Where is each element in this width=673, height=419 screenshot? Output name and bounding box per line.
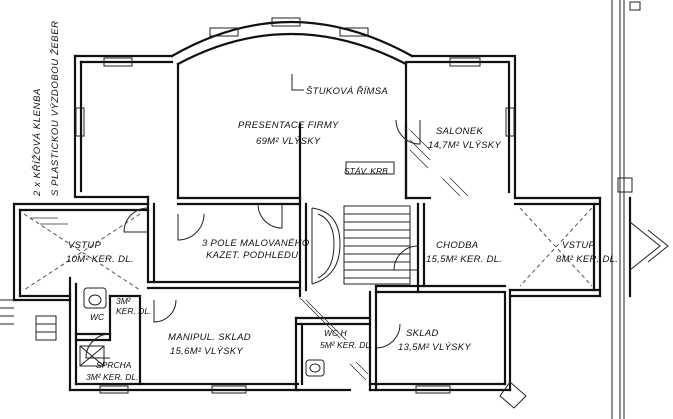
fixtures: [79, 161, 395, 377]
vstup-left-area: 10M² KER. DL.: [66, 254, 134, 265]
pole-sub: KAZET. PODHLEDU: [206, 250, 298, 261]
room-labels: PRESENTACE FIRMY 69M² VLÝSKY SALONEK 14,…: [66, 120, 618, 382]
wc-small-name: WC: [90, 312, 105, 322]
cross-vault-left: [23, 213, 141, 291]
chodba-name: CHODBA: [436, 240, 478, 251]
sprcha-area: 3M² KER. DL.: [86, 372, 138, 382]
presentace-name: PRESENTACE FIRMY: [238, 120, 339, 131]
doors: [85, 119, 421, 359]
staircase: [311, 205, 411, 285]
annotation-labels: ŠTUKOVÁ ŘÍMSA STÁV. KRB 2 x KŘÍŽOVÁ KLEN…: [32, 20, 388, 197]
vstup-right-name: VSTUP: [562, 240, 596, 251]
wc-area-finish: KER. DL.: [116, 306, 151, 316]
boundary-lines: [499, 0, 641, 419]
vault-note-line1: 2 x KŘÍŽOVÁ KLENBA: [32, 88, 43, 197]
vstup-left-name: VSTUP: [68, 240, 102, 251]
wc-h-area: 5M² KER. DL.: [320, 340, 372, 350]
wc-h-name: WC H: [324, 328, 348, 338]
sprcha-name: SPRCHA: [96, 360, 132, 370]
salonek-name: SALONEK: [436, 126, 483, 137]
cross-vault-right: [519, 207, 593, 287]
stukova-rimsa-label: ŠTUKOVÁ ŘÍMSA: [306, 86, 388, 97]
entrance-steps: [0, 221, 669, 341]
wc-area-value: 3M²: [116, 296, 132, 306]
vault-note-line2: S PLASTICKOU VÝZDOBOU ŽEBER: [50, 20, 61, 196]
pole-name: 3 POLE MALOVANÉHO: [202, 238, 310, 249]
manipul-name: MANIPUL. SKLAD: [168, 332, 251, 343]
manipul-area: 15,6M² VLÝSKY: [170, 346, 243, 357]
stav-krb-label: STÁV. KRB: [344, 166, 388, 176]
inner-walls: [74, 122, 507, 392]
windows: [75, 17, 515, 394]
presentace-area: 69M² VLÝSKY: [256, 136, 321, 147]
stukova-leader: [291, 74, 304, 91]
sklad-area: 13,5M² VLÝSKY: [398, 342, 471, 353]
salonek-area: 14,7M² VLÝSKY: [428, 140, 501, 151]
sklad-name: SKLAD: [406, 328, 439, 339]
vstup-right-area: 8M² KER. DL.: [556, 254, 618, 265]
chodba-area: 15,5M² KER. DL.: [426, 254, 502, 265]
